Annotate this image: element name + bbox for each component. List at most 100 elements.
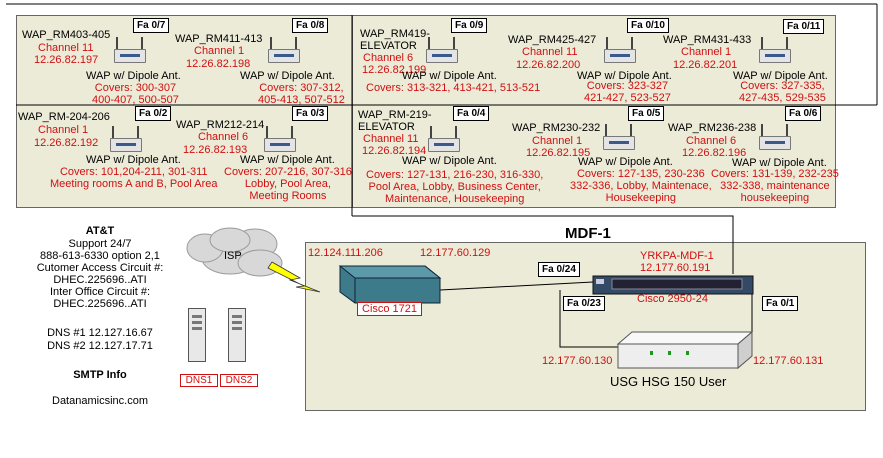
usg-ip-right: 12.177.60.131 — [753, 355, 824, 367]
smtp-info-heading: SMTP Info — [73, 369, 127, 381]
ap-ip: 12.26.82.196 — [682, 147, 747, 159]
ap-coverage: Covers: 300-307 400-407, 500-507 — [92, 82, 179, 106]
ap-coverage: Covers: 131-139, 232-235 332-338, mainte… — [711, 168, 839, 204]
dns-secondary: DNS #2 12.127.17.71 — [47, 340, 153, 352]
access-point-icon — [108, 126, 144, 152]
ap-coverage: Covers: 101,204-211, 301-311 Meeting roo… — [50, 166, 218, 190]
router-lan-ip: 12.177.60.129 — [420, 247, 491, 259]
ap-name: WAP_RM411-413 — [175, 33, 263, 45]
ap-ip: 12.26.82.195 — [526, 147, 591, 159]
ap-ip: 12.26.82.193 — [183, 144, 248, 156]
ap-channel: Channel 11 — [38, 42, 94, 54]
ap-coverage: Covers: 323-327 421-427, 523-527 — [584, 80, 671, 104]
ap-channel: Channel 6 — [686, 135, 737, 147]
switch-name: Cisco 2950-24 — [637, 293, 708, 305]
ap-model: WAP w/ Dipole Ant. — [86, 154, 181, 166]
provider-support: Support 24/7 — [68, 238, 132, 250]
ap-model: WAP w/ Dipole Ant. — [86, 70, 181, 82]
ap-model: WAP w/ Dipole Ant. — [578, 156, 673, 168]
ap-coverage: Covers: 207-216, 307-316 Lobby, Pool Are… — [224, 166, 352, 202]
ap-model: WAP w/ Dipole Ant. — [240, 154, 335, 166]
ap-model: WAP w/ Dipole Ant. — [577, 70, 672, 82]
ap-name: WAP_RM-204-206 — [18, 111, 110, 123]
ap-model: WAP w/ Dipole Ant. — [240, 70, 335, 82]
ap-name: WAP_RM212-214 — [176, 119, 265, 131]
ap-channel: Channel 1 — [38, 124, 89, 136]
ap-model: WAP w/ Dipole Ant. — [402, 155, 497, 167]
ap-channel: Channel 11 — [363, 133, 419, 145]
ap-coverage: Covers: 327-335, 427-435, 529-535 — [739, 80, 826, 104]
dns-server-label: DNS1 — [180, 374, 218, 387]
ap-ip: 12.26.82.199 — [362, 64, 427, 76]
customer-access-circuit-label: Cutomer Access Circuit #: — [36, 262, 164, 274]
dns-server-icon — [188, 308, 206, 362]
switch-port-badge: Fa 0/2 — [135, 106, 172, 121]
router-name: Cisco 1721 — [357, 302, 423, 316]
router-shape — [338, 265, 442, 304]
access-point-icon — [112, 37, 148, 63]
switch-port-badge: Fa 0/9 — [451, 18, 488, 33]
switch-port-badge: Fa 0/5 — [628, 106, 665, 121]
provider-name: AT&T — [85, 225, 115, 237]
usg-name: USG HSG 150 User — [610, 374, 727, 389]
dns-server-icon — [228, 308, 246, 362]
access-point-icon — [426, 126, 462, 152]
ap-ip: 12.26.82.200 — [516, 59, 581, 71]
ap-channel: Channel 6 — [198, 131, 249, 143]
access-point-icon — [757, 124, 793, 150]
switch-shape — [592, 275, 754, 295]
access-point-icon — [266, 37, 302, 63]
ap-channel: Channel 1 — [681, 46, 732, 58]
switch-port-badge: Fa 0/10 — [627, 18, 669, 33]
ap-name: WAP_RM230-232 — [512, 122, 601, 134]
access-point-icon — [601, 124, 637, 150]
switch-hostname: YRKPA-MDF-1 — [640, 250, 714, 262]
switch-port-badge: Fa 0/1 — [762, 296, 799, 311]
mdf-title: MDF-1 — [565, 225, 611, 242]
ap-name: WAP_RM-219- ELEVATOR — [358, 109, 432, 133]
access-point-icon — [424, 37, 460, 63]
inter-office-circuit-label: Inter Office Circuit #: — [49, 286, 151, 298]
switch-port-badge: Fa 0/7 — [133, 18, 170, 33]
ap-name: WAP_RM431-433 — [663, 34, 752, 46]
ap-ip: 12.26.82.197 — [34, 54, 99, 66]
ap-ip: 12.26.82.192 — [34, 137, 99, 149]
ap-model: WAP w/ Dipole Ant. — [733, 70, 828, 82]
ap-coverage: Covers: 313-321, 413-421, 513-521 — [366, 82, 541, 94]
ap-channel: Channel 1 — [532, 135, 583, 147]
ap-channel: Channel 1 — [194, 45, 245, 57]
access-point-icon — [262, 126, 298, 152]
provider-phone: 888-613-6330 option 2,1 — [40, 250, 160, 262]
ap-channel: Channel 11 — [522, 46, 578, 58]
wap-panel-upper-right — [352, 15, 836, 208]
ap-coverage: Covers: 307-312, 405-413, 507-512 — [258, 82, 345, 106]
ap-coverage: Covers: 127-135, 230-236 332-336, Lobby,… — [570, 168, 712, 204]
switch-port-badge: Fa 0/11 — [783, 19, 825, 34]
ap-name: WAP_RM236-238 — [668, 122, 757, 134]
switch-uplink-port-badge: Fa 0/24 — [538, 262, 580, 277]
ap-name: WAP_RM425-427 — [508, 34, 597, 46]
switch-port-badge: Fa 0/3 — [292, 106, 329, 121]
ap-name: WAP_RM419- ELEVATOR — [360, 28, 430, 52]
switch-port-badge: Fa 0/6 — [785, 106, 822, 121]
router-wan-ip: 12.124.111.206 — [308, 247, 383, 259]
wan-link-bolt — [267, 261, 321, 293]
ap-ip: 12.26.82.194 — [362, 145, 427, 157]
access-point-icon — [602, 37, 638, 63]
usg-appliance-shape — [616, 330, 754, 370]
inter-office-circuit-value: DHEC.225696..ATI — [53, 298, 147, 310]
switch-port-badge: Fa 0/23 — [563, 296, 605, 311]
provider-website: Datanamicsinc.com — [52, 395, 148, 407]
isp-label: ISP — [224, 250, 242, 262]
dns-server-label: DNS2 — [220, 374, 258, 387]
ap-model: WAP w/ Dipole Ant. — [402, 70, 497, 82]
ap-ip: 12.26.82.201 — [673, 59, 738, 71]
ap-ip: 12.26.82.198 — [186, 58, 251, 70]
customer-access-circuit-value: DHEC.225696..ATI — [53, 274, 147, 286]
switch-port-badge: Fa 0/4 — [453, 106, 490, 121]
ap-coverage: Covers: 127-131, 216-230, 316-330, Pool … — [366, 169, 544, 205]
usg-ip-left: 12.177.60.130 — [542, 355, 613, 367]
switch-port-badge: Fa 0/8 — [292, 18, 329, 33]
access-point-icon — [757, 37, 793, 63]
